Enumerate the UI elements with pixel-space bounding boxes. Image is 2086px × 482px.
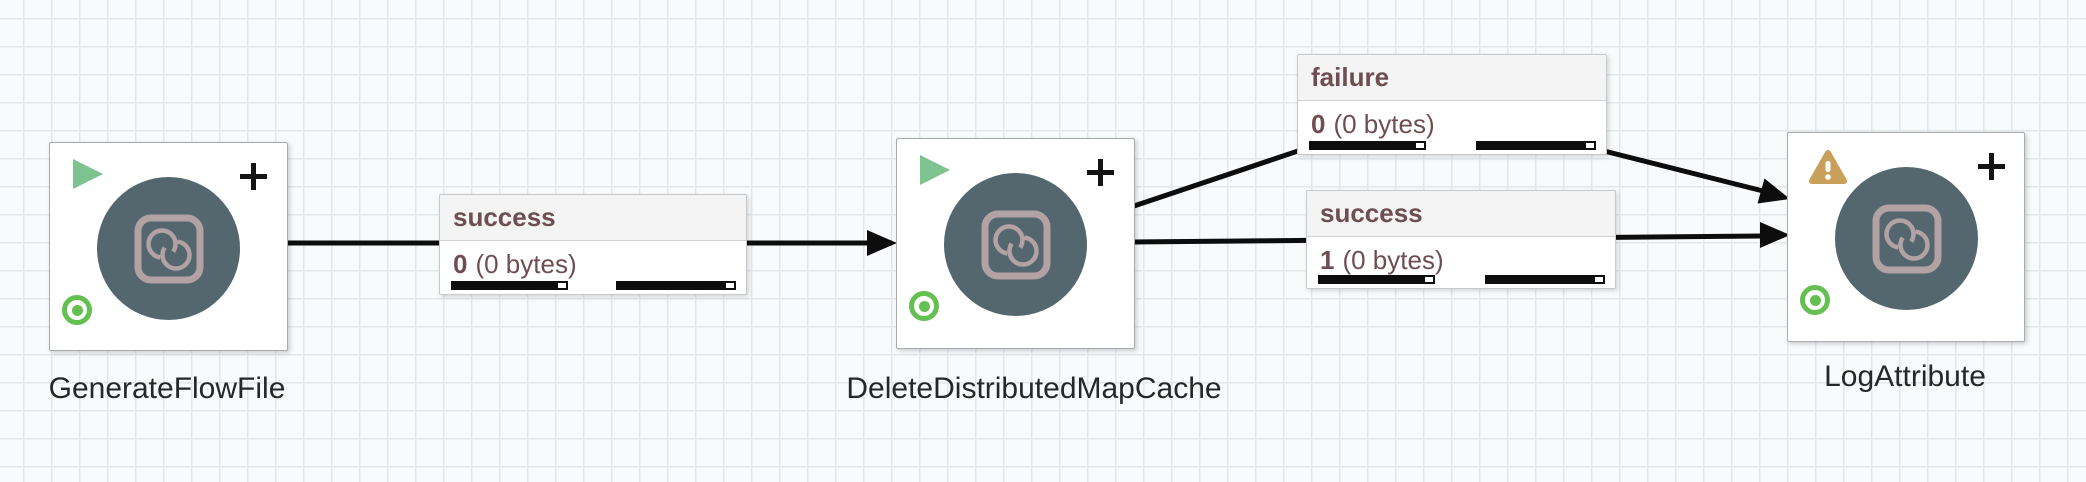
processor-name-deletedistributedmapcache: DeleteDistributedMapCache — [846, 372, 1222, 405]
queued-count: 0 — [453, 249, 468, 279]
processor-logattribute[interactable] — [1787, 132, 2025, 342]
play-icon — [920, 155, 950, 185]
arrowhead-icon — [1760, 222, 1790, 248]
queued-size: (0 bytes) — [1333, 109, 1435, 139]
relationship-name: failure — [1298, 55, 1606, 101]
connection-label-failure[interactable]: failure 0(0 bytes) — [1297, 54, 1607, 155]
arrowhead-icon — [867, 230, 897, 256]
plus-icon — [1087, 159, 1114, 186]
queue-size-bar — [1476, 141, 1596, 150]
play-icon — [73, 159, 103, 189]
queued-size: (0 bytes) — [475, 249, 577, 279]
queued-count: 1 — [1320, 245, 1335, 275]
queued-count: 0 — [1311, 109, 1326, 139]
processor-generateflowfile[interactable] — [49, 142, 288, 351]
queued-stats: 1(0 bytes) — [1307, 237, 1615, 276]
bullseye-icon — [1800, 285, 1830, 315]
queue-size-bar — [616, 281, 736, 290]
processor-type-circle — [1835, 167, 1978, 310]
processor-name-logattribute: LogAttribute — [1824, 360, 1986, 393]
queue-indicator-bars — [451, 281, 736, 290]
processor-type-circle — [97, 177, 240, 320]
bullseye-icon — [909, 291, 939, 321]
relationship-name: success — [440, 195, 746, 241]
queued-size: (0 bytes) — [1342, 245, 1444, 275]
queue-count-bar — [1309, 141, 1426, 150]
queue-indicator-bars — [1309, 141, 1596, 150]
plus-icon — [240, 163, 267, 190]
plus-icon — [1978, 153, 2005, 180]
connection-label-success-2[interactable]: success 1(0 bytes) — [1306, 190, 1616, 289]
processor-name-generateflowfile: GenerateFlowFile — [48, 372, 286, 405]
linked-rings-icon — [1872, 204, 1941, 273]
queued-stats: 0(0 bytes) — [1298, 101, 1606, 140]
queue-count-bar — [1318, 275, 1435, 284]
connection-label-success-1[interactable]: success 0(0 bytes) — [439, 194, 747, 295]
warning-icon — [1808, 149, 1848, 191]
queue-count-bar — [451, 281, 568, 290]
processor-deletedistributedmapcache[interactable] — [896, 138, 1135, 349]
processor-type-circle — [944, 173, 1087, 316]
linked-rings-icon — [981, 210, 1050, 279]
linked-rings-icon — [134, 214, 203, 283]
queue-indicator-bars — [1318, 275, 1605, 284]
arrowhead-icon — [1757, 178, 1790, 204]
queued-stats: 0(0 bytes) — [440, 241, 746, 280]
queue-size-bar — [1485, 275, 1605, 284]
bullseye-icon — [62, 295, 92, 325]
relationship-name: success — [1307, 191, 1615, 237]
